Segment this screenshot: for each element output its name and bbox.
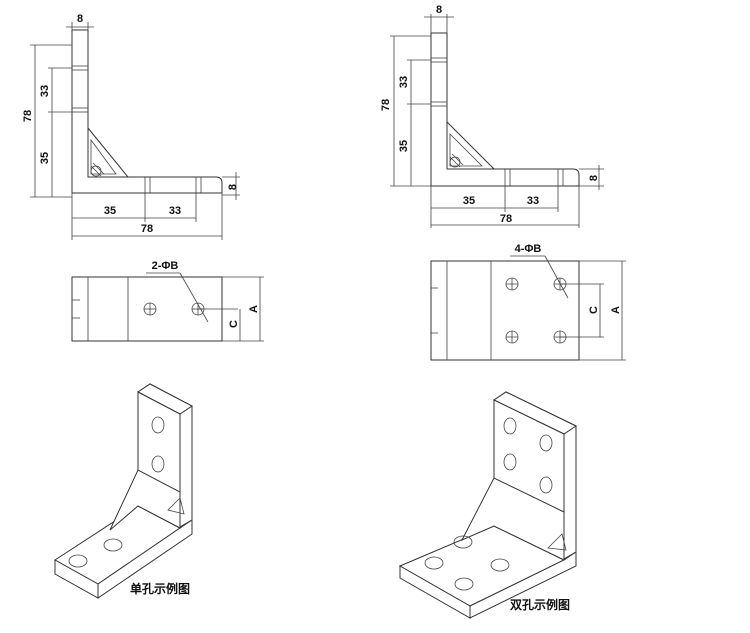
- dim-base-thickness: 8: [588, 175, 600, 181]
- dim-bottom-total: 78: [500, 213, 512, 225]
- caption-single-hole: 单孔示例图: [130, 581, 190, 596]
- dim-total-height: 78: [22, 110, 34, 122]
- dim-bottom-left: 35: [104, 205, 116, 217]
- dim-a-right: A: [610, 306, 622, 314]
- hole-spec-left: 2-ΦB: [152, 260, 179, 272]
- dim-top-width: 8: [436, 4, 442, 16]
- dim-base-thickness: 8: [227, 184, 239, 190]
- dim-top-width: 8: [77, 13, 83, 25]
- dim-bottom-right: 33: [169, 205, 181, 217]
- dim-lower-segment: 35: [39, 152, 51, 164]
- dim-lower-segment: 35: [398, 140, 410, 152]
- dim-bottom-total: 78: [141, 223, 153, 235]
- dim-a-left: A: [248, 305, 260, 313]
- right-plan-view: 4-ΦB C A: [430, 243, 626, 361]
- left-isometric-illustration: [54, 383, 193, 599]
- dim-total-height: 78: [380, 99, 392, 111]
- right-isometric-illustration: [398, 391, 578, 619]
- dim-c-left: C: [228, 320, 240, 328]
- left-profile-view: 8 78 33 35 8 35 33 78: [22, 13, 240, 240]
- dim-c-right: C: [588, 306, 600, 314]
- dim-bottom-left: 35: [463, 195, 475, 207]
- caption-double-hole: 双孔示例图: [510, 597, 570, 612]
- hole-spec-right: 4-ΦB: [515, 243, 542, 255]
- dim-upper-segment: 33: [39, 85, 51, 97]
- left-plan-view: 2-ΦB C A: [71, 260, 264, 342]
- right-profile-view: 8 78 33 35 8 35 33 78: [380, 4, 604, 228]
- dim-upper-segment: 33: [398, 76, 410, 88]
- dim-bottom-right: 33: [527, 195, 539, 207]
